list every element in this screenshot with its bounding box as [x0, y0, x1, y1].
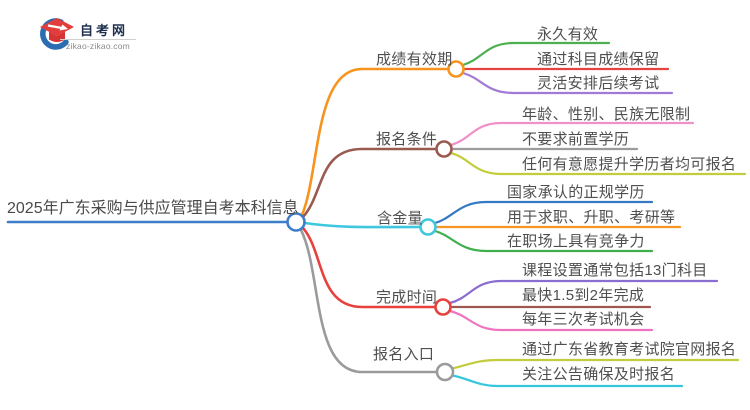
leaf-connector-three-exams-per-year: [448, 309, 654, 332]
branch-registration-requirements-label: 报名条件: [376, 131, 438, 148]
branch-registration-portal-node-circle: [435, 362, 455, 382]
leaf-label-no-restrictions: 年龄、性别、民族无限制: [522, 106, 691, 123]
leaf-connector-13-courses: [448, 279, 719, 305]
branch-completion-time-label: 完成时间: [376, 289, 438, 306]
leaf-connector-anyone-can-apply: [449, 151, 747, 176]
leaf-label-permanent-validity: 永久有效: [537, 26, 599, 43]
branch-completion-time-connector: [301, 226, 438, 309]
logo-arrow-shaft: [47, 24, 63, 30]
leaf-connector-flexible-exams: [461, 71, 674, 95]
leaf-label-fastest-2-years: 最快1.5到2年完成: [522, 287, 645, 304]
leaf-connector-state-recognized: [433, 200, 654, 225]
leaf-connector-watch-announcements: [450, 374, 684, 388]
leaf-connector-official-website: [450, 358, 740, 370]
leaf-label-passed-subjects-kept: 通过科目成绩保留: [537, 51, 660, 68]
leaf-label-official-website: 通过广东省教育考试院官网报名: [522, 341, 737, 358]
branch-score-validity-label: 成绩有效期: [376, 51, 453, 68]
leaf-label-watch-announcements: 关注公告确保及时报名: [522, 366, 676, 383]
branch-degree-value-node-circle: [419, 218, 437, 236]
branch-registration-portal-connector: [299, 228, 440, 374]
leaf-label-workplace-competitive: 在职场上具有竞争力: [507, 233, 645, 250]
logo-arrow-head: [59, 24, 68, 31]
leaf-label-state-recognized: 国家承认的正规学历: [507, 184, 645, 201]
site-logo: 自考网 zikao-zikao.com: [34, 13, 144, 57]
branch-registration-portal-label: 报名入口: [373, 346, 435, 363]
leaf-connector-permanent-validity: [461, 41, 611, 67]
leaf-label-anyone-can-apply: 任何有意愿提升学历者均可报名: [522, 156, 737, 173]
branch-registration-requirements-node-circle: [435, 140, 453, 158]
leaf-label-three-exams-per-year: 每年三次考试机会: [522, 311, 645, 328]
branch-degree-value-label: 含金量: [377, 210, 423, 227]
leaf-label-job-promotion-gradschool: 用于求职、升职、考研等: [507, 209, 676, 226]
branch-degree-value-connector: [303, 221, 423, 229]
leaf-label-flexible-exams: 灵活安排后续考试: [537, 75, 660, 92]
leaf-label-13-courses: 课程设置通常包括13门科目: [522, 262, 708, 279]
leaf-label-no-prior-degree: 不要求前置学历: [522, 131, 630, 148]
leaf-connector-workplace-competitive: [433, 229, 654, 253]
logo-domain: zikao-zikao.com: [60, 39, 136, 51]
branch-registration-requirements-connector: [301, 147, 439, 219]
branch-score-validity-connector: [300, 67, 451, 217]
branch-completion-time-node-circle: [434, 298, 452, 316]
root-node-circle: [286, 212, 306, 232]
graduation-cap-logo-icon: [40, 18, 74, 50]
leaf-connector-no-restrictions: [449, 121, 695, 147]
branch-score-validity-node-circle: [447, 60, 465, 78]
logo-title: 自考网: [80, 23, 129, 38]
root-node-label: 2025年广东采购与供应管理自考本科信息: [7, 200, 299, 217]
